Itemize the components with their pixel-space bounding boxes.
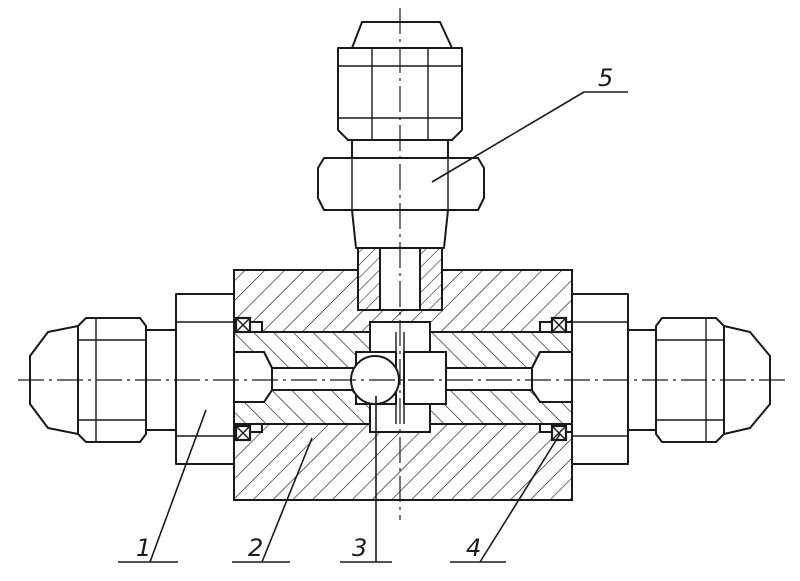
left-nut-cone: [29, 325, 79, 435]
right-collar: [571, 293, 629, 465]
callout-4: 4: [450, 433, 561, 563]
callout-label-2: 2: [248, 534, 263, 562]
top-nut-cone: [351, 21, 453, 49]
right-union-fitting: [571, 293, 771, 465]
top-hex-collar: [317, 157, 485, 211]
inner-sleeve-left: [233, 331, 371, 425]
callout-5: 5: [431, 64, 628, 183]
left-collar: [175, 293, 235, 465]
callout-label-1: 1: [136, 534, 151, 562]
right-nut-cone: [723, 325, 771, 435]
body-lower-wall: [233, 423, 573, 501]
left-union-fitting: [29, 293, 235, 465]
callout-3: 3: [340, 396, 392, 563]
callout-2: 2: [232, 437, 313, 563]
callout-label-5: 5: [598, 64, 613, 92]
callout-1: 1: [118, 409, 207, 563]
callout-label-3: 3: [352, 534, 367, 562]
o-ring-seals: [234, 316, 568, 442]
callout-label-4: 4: [466, 534, 481, 562]
flow-passage-left: [271, 367, 357, 391]
flow-passage-right: [445, 367, 533, 391]
